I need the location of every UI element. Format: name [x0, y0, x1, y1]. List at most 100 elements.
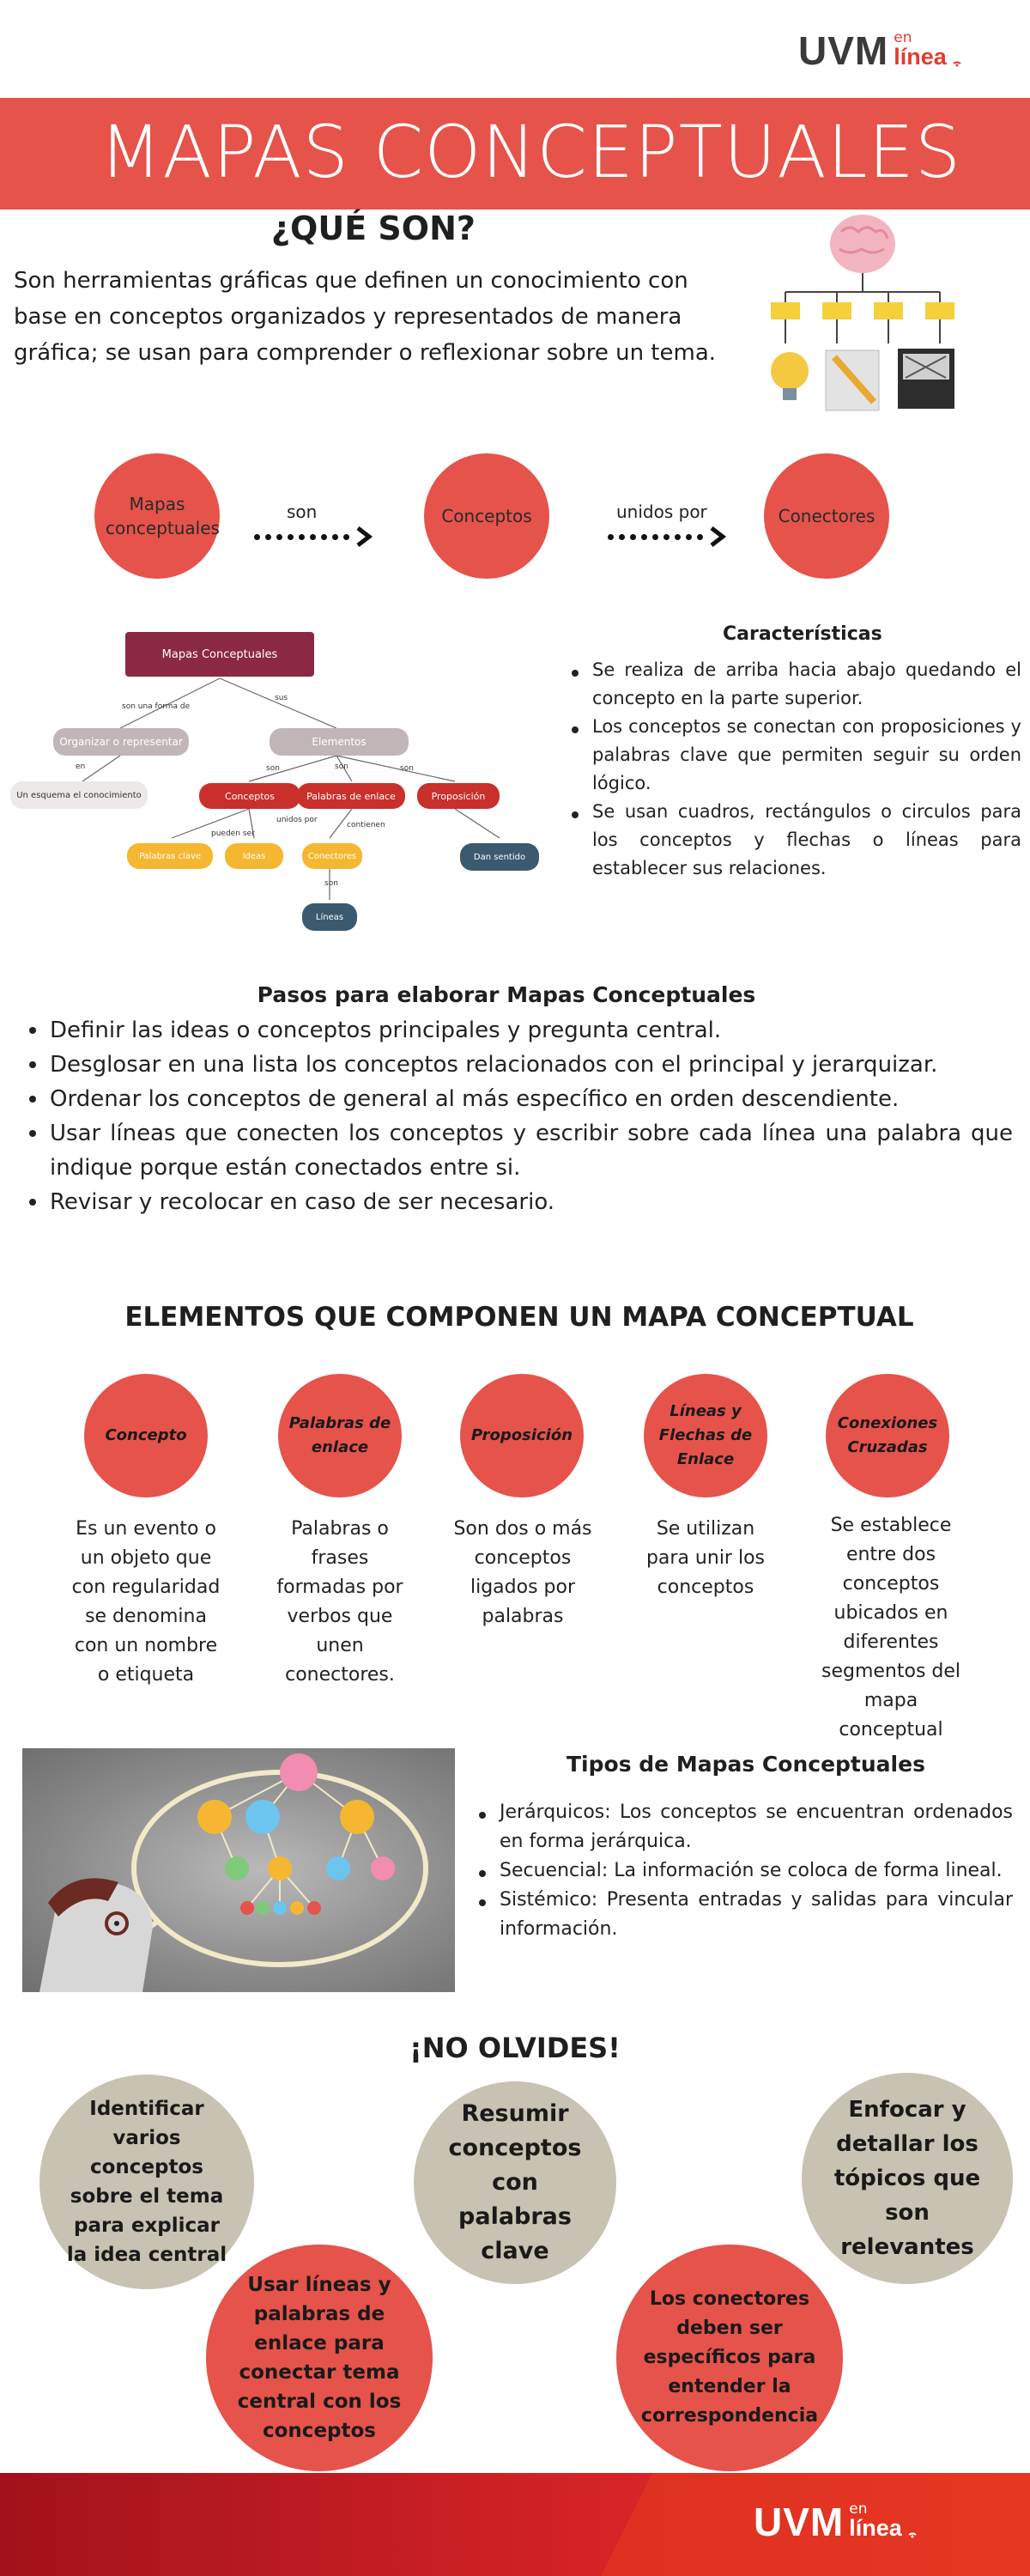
mini-map-dan-sentido: Dan sentido: [460, 843, 539, 871]
mini-map-esquema: Un esquema el conocimiento: [10, 781, 148, 809]
no-olvides-text: Los conectores deben ser específicos par…: [640, 2288, 819, 2427]
elemento-conexiones-circle: Conexiones Cruzadas: [826, 1374, 949, 1498]
mini-map-conceptos: Conceptos: [199, 783, 300, 809]
footer-bar: [0, 2473, 1030, 2576]
flow-node-conectores-label: Conectores: [778, 506, 876, 526]
paso-item: Definir las ideas o conceptos principale…: [26, 1013, 1013, 1048]
elemento-title: Conexiones Cruzadas: [837, 1414, 938, 1456]
mini-map-lineas: Líneas: [302, 903, 357, 931]
caracteristicas-list: Se realiza de arriba hacia abajo quedand…: [568, 656, 1021, 883]
mini-map-link-sus: sus: [275, 694, 288, 702]
mini-map-elementos: Elementos: [270, 728, 409, 756]
no-olvides-text: Enfocar y detallar los tópicos que son r…: [833, 2097, 981, 2260]
elemento-desc: Es un evento o un objeto que con regular…: [71, 1518, 221, 1686]
caracteristica-item: Se realiza de arriba hacia abajo quedand…: [568, 656, 1021, 713]
pasos-heading: Pasos para elaborar Mapas Conceptuales: [257, 982, 756, 1007]
wifi-icon: [908, 2532, 917, 2538]
elemento-desc: Son dos o más conceptos ligados por pala…: [453, 1518, 592, 1627]
mini-map-link-son-2: son: [335, 762, 348, 771]
mini-map-link-son-3: son: [400, 764, 414, 773]
mini-map-root: Mapas Conceptuales: [125, 632, 314, 677]
mini-map-organizar: Organizar o representar: [53, 728, 189, 756]
uvm-logo: UVM en línea: [798, 31, 964, 70]
wifi-icon: [953, 61, 961, 67]
no-olvides-item-5: Los conectores deben ser específicos par…: [616, 2245, 843, 2471]
paso-item: Revisar y recolocar en caso de ser neces…: [26, 1185, 1013, 1219]
elemento-title: Palabras de enlace: [288, 1414, 391, 1456]
no-olvides-text: Usar líneas y palabras de enlace para co…: [237, 2274, 402, 2442]
flow-node-conectores: Conectores: [764, 453, 889, 579]
footer-logo-linea-text: línea: [849, 2515, 902, 2541]
mini-map-lines: [82, 677, 500, 900]
mini-map-conectores: Conectores: [302, 843, 362, 869]
elemento-desc: Se establece entre dos conceptos ubicado…: [821, 1515, 961, 1741]
elemento-palabras-circle: Palabras de enlace: [278, 1374, 402, 1498]
elemento-desc: Se utilizan para unir los conceptos: [645, 1518, 766, 1598]
flow-link-unidos: unidos por: [616, 501, 707, 522]
footer-uvm-logo: UVM en línea: [754, 2502, 919, 2542]
pencil-paper-icon: [825, 349, 880, 411]
tipos-heading: Tipos de Mapas Conceptuales: [566, 1752, 925, 1777]
caracteristica-item: Los conceptos se conectan con proposicio…: [568, 713, 1021, 798]
thinking-head-icon: [39, 1753, 428, 1992]
title-banner: [0, 98, 1030, 210]
logo-sub: en línea: [894, 31, 947, 69]
flow-link-son: son: [287, 501, 318, 522]
mini-map-link-contienen: contienen: [347, 821, 385, 829]
elemento-desc: Palabras o frases formadas por verbos qu…: [276, 1518, 403, 1686]
footer-logo-sub: en línea: [849, 2502, 902, 2540]
mini-map-link-unidos-por: unidos por: [276, 816, 318, 824]
no-olvides-text: Identificar varios conceptos sobre el te…: [66, 2098, 227, 2266]
mini-map-link-son-1: son: [266, 764, 280, 773]
flow-node-mapas: Mapas conceptuales: [94, 453, 220, 579]
tipo-item: Sistémico: Presenta entradas y salidas p…: [476, 1886, 1013, 1944]
tipos-illustration: [22, 1748, 455, 1992]
elemento-proposicion-circle: Proposición: [460, 1374, 584, 1498]
caracteristicas-heading: Características: [723, 623, 882, 645]
elemento-title: Proposición: [470, 1426, 573, 1444]
lightbulb-icon: [771, 352, 809, 400]
no-olvides-item-3: Enfocar y detallar los tópicos que son r…: [802, 2073, 1013, 2284]
logo-uvm-text: UVM: [798, 28, 889, 73]
paso-item: Ordenar los conceptos de general al más …: [26, 1082, 1013, 1116]
no-olvides-heading: ¡NO OLVIDES!: [409, 2032, 621, 2064]
paso-item: Desglosar en una lista los conceptos rel…: [26, 1048, 1013, 1082]
mini-map-link-una-forma: son una forma de: [122, 702, 191, 711]
brain-icon: [830, 215, 895, 273]
mini-map-palabras-enlace: Palabras de enlace: [297, 783, 405, 809]
elemento-title: Líneas y Flechas de Enlace: [658, 1402, 753, 1468]
no-olvides-text: Resumir conceptos con palabras clave: [448, 2100, 582, 2264]
mini-map-ideas: Ideas: [225, 843, 283, 869]
no-olvides-item-2: Resumir conceptos con palabras clave: [414, 2081, 616, 2284]
mini-map-proposicion: Proposición: [417, 783, 500, 809]
elemento-concepto-circle: Concepto: [84, 1374, 208, 1498]
flow-node-conceptos: Conceptos: [424, 453, 549, 579]
flow-arrow-2: [608, 526, 727, 548]
tipo-item: Secuencial: La información se coloca de …: [476, 1856, 1013, 1886]
que-son-heading: ¿QUÉ SON?: [271, 210, 476, 247]
arrow-right-icon: [710, 526, 727, 547]
elemento-lineas-circle: Líneas y Flechas de Enlace: [644, 1374, 767, 1498]
logo-linea-text: línea: [894, 44, 947, 70]
caracteristica-item: Se usan cuadros, rectángulos o circulos …: [568, 798, 1021, 883]
hierarchy-illustration: [771, 215, 954, 411]
que-son-text: Son herramientas gráficas que definen un…: [14, 268, 717, 366]
paso-item: Usar líneas que conecten los conceptos y…: [26, 1116, 1013, 1185]
mini-map-link-en: en: [76, 762, 86, 771]
flow-arrow-1: [254, 526, 373, 548]
tipos-list: Jerárquicos: Los conceptos se encuentran…: [476, 1798, 1013, 1944]
mini-map-palabras-clave: Palabras clave: [127, 843, 213, 869]
page-title: MAPAS CONCEPTUALES: [99, 110, 962, 194]
tipo-item: Jerárquicos: Los conceptos se encuentran…: [476, 1798, 1013, 1856]
footer-logo-en-text: en: [849, 2500, 868, 2518]
no-olvides-item-4: Usar líneas y palabras de enlace para co…: [206, 2245, 433, 2471]
keyboard-icon: [898, 349, 954, 409]
logo-en-text: en: [894, 29, 912, 46]
mini-map-link-son-4: son: [324, 879, 338, 888]
elementos-heading: ELEMENTOS QUE COMPONEN UN MAPA CONCEPTUA…: [124, 1302, 914, 1333]
flow-node-conceptos-label: Conceptos: [441, 506, 532, 526]
no-olvides-item-1: Identificar varios conceptos sobre el te…: [39, 2075, 254, 2289]
flow-node-mapas-label: Mapas conceptuales: [106, 494, 220, 538]
elemento-title: Concepto: [105, 1426, 187, 1444]
mini-map-link-pueden-ser: pueden ser: [211, 829, 255, 838]
